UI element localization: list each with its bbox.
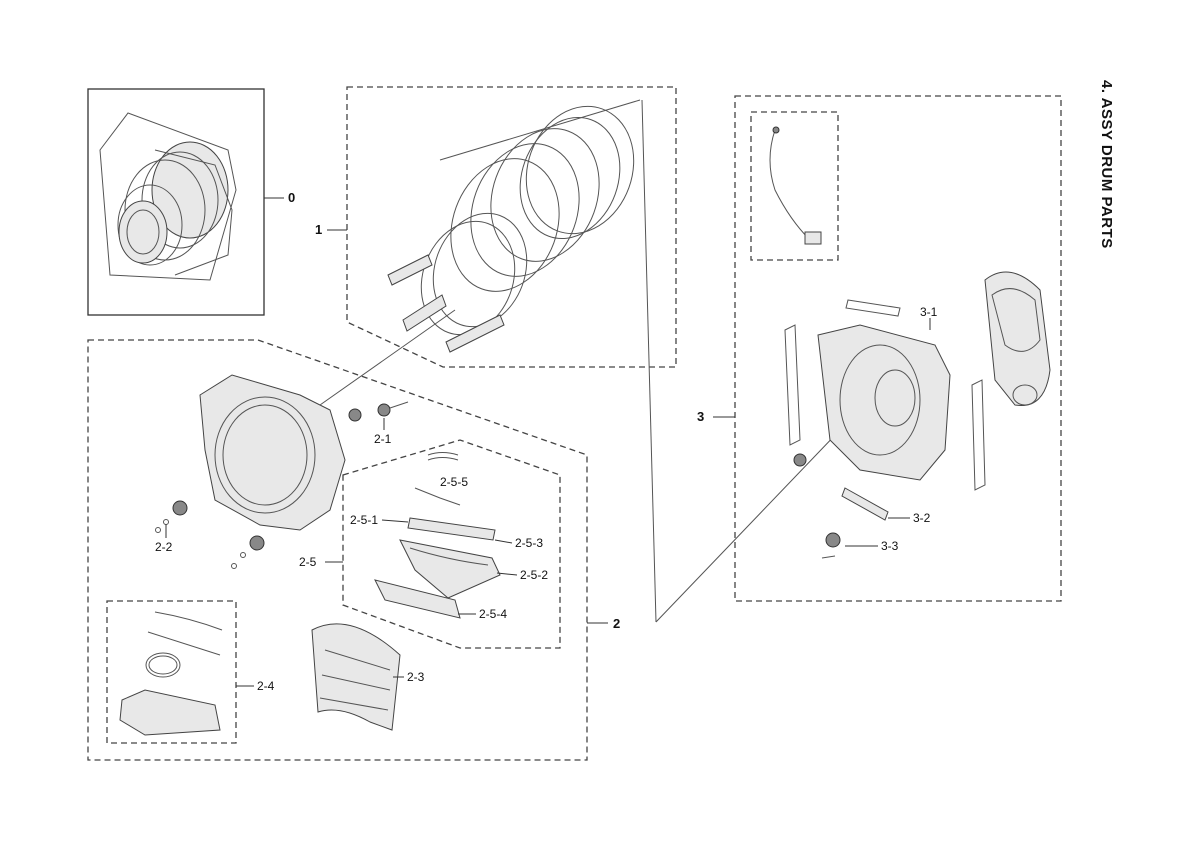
part-2-2-illustration — [155, 500, 265, 569]
group-2-5-box — [342, 439, 561, 649]
wire-harness-illustration — [769, 126, 822, 245]
label-2-4: 2-4 — [257, 679, 275, 693]
group-1-box — [346, 86, 677, 368]
part-2-4-illustration — [119, 611, 223, 736]
label-2-5-1: 2-5-1 — [350, 513, 378, 527]
part-2-1-illustration — [348, 401, 409, 422]
group-2-box — [87, 339, 588, 761]
label-2-5-5: 2-5-5 — [440, 475, 468, 489]
label-2: 2 — [613, 616, 620, 631]
label-2-1: 2-1 — [374, 432, 392, 446]
label-0: 0 — [288, 190, 295, 205]
label-3-2: 3-2 — [913, 511, 931, 525]
drum-rings-illustration — [387, 99, 641, 353]
group-2-front: 2-1 2-2 2-5-5 2-5-1 2-5-3 — [87, 309, 620, 761]
label-2-5: 2-5 — [299, 555, 317, 569]
separator-line-2 — [655, 429, 841, 623]
rear-frame-illustration — [784, 271, 1051, 491]
part-3-3-illustration — [821, 532, 841, 559]
group-3-wire-box — [750, 111, 839, 261]
part-2-5-5-illustration — [414, 452, 461, 506]
diagram-title: 4. ASSY DRUM PARTS — [1098, 80, 1115, 249]
label-2-3: 2-3 — [407, 670, 425, 684]
group-0-assembly: 0 — [87, 88, 295, 316]
label-3: 3 — [697, 409, 704, 424]
group-2-4-box — [106, 600, 237, 744]
front-frame-illustration — [199, 309, 456, 531]
label-3-3: 3-3 — [881, 539, 899, 553]
group-0-box — [87, 88, 265, 316]
label-3-1: 3-1 — [920, 305, 938, 319]
part-2-5-1-illustration — [407, 517, 496, 541]
label-2-5-2: 2-5-2 — [520, 568, 548, 582]
label-2-2: 2-2 — [155, 540, 173, 554]
separator-line — [641, 99, 657, 623]
group-1-drum: 1 — [315, 86, 677, 368]
group-3-rear: 3-1 3-2 3-3 3 — [697, 95, 1062, 602]
group-3-box — [734, 95, 1062, 602]
part-3-2-illustration — [841, 487, 889, 521]
part-2-5-4-illustration — [374, 579, 461, 619]
label-2-5-3: 2-5-3 — [515, 536, 543, 550]
part-2-5-2-illustration — [399, 539, 501, 599]
label-2-5-4: 2-5-4 — [479, 607, 507, 621]
label-1: 1 — [315, 222, 322, 237]
part-2-3-illustration — [311, 623, 401, 731]
drum-assembly-illustration — [99, 112, 237, 281]
